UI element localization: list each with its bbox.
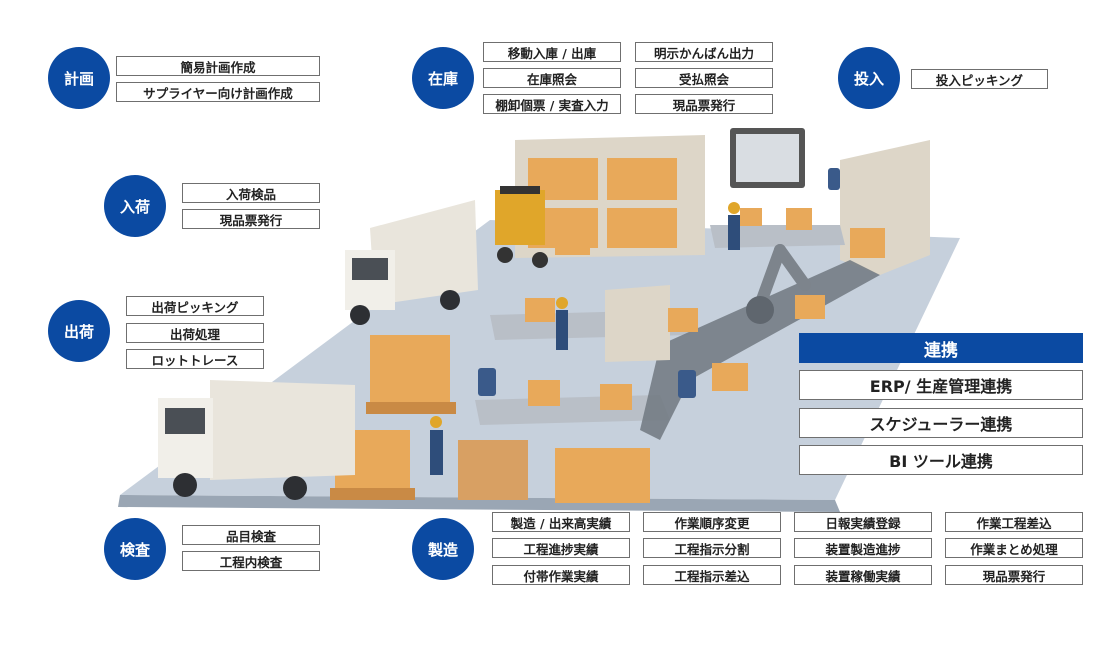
truck-top bbox=[345, 200, 478, 325]
seizou-item-3: 日報実績登録 bbox=[794, 512, 932, 532]
zaiko-item-4: 受払照会 bbox=[635, 68, 773, 88]
box-stack-floor bbox=[555, 448, 650, 503]
empty-pallets bbox=[458, 440, 528, 500]
keikaku-item-1: 簡易計画作成 bbox=[116, 56, 320, 76]
zaiko-item-2: 明示かんばん出力 bbox=[635, 42, 773, 62]
seizou-item-2: 作業順序変更 bbox=[643, 512, 781, 532]
zaiko-item-5: 棚卸個票 / 実査入力 bbox=[483, 94, 621, 114]
zaiko-item-3: 在庫照会 bbox=[483, 68, 621, 88]
robot-arm bbox=[754, 244, 811, 311]
seizou-item-9: 付帯作業実績 bbox=[492, 565, 630, 585]
truck-bottom bbox=[158, 380, 355, 500]
pallet-stack-1 bbox=[366, 335, 456, 414]
forklift bbox=[495, 186, 590, 268]
shukka-item-2: 出荷処理 bbox=[126, 323, 264, 343]
seizou-item-12: 現品票発行 bbox=[945, 565, 1083, 585]
shukka-item-3: ロットトレース bbox=[126, 349, 264, 369]
input-machine bbox=[840, 140, 930, 275]
keikaku-item-2: サプライヤー向け計画作成 bbox=[116, 82, 320, 102]
category-kensa: 検査 bbox=[104, 518, 166, 580]
process-machine bbox=[605, 285, 670, 362]
zaiko-item-6: 現品票発行 bbox=[635, 94, 773, 114]
seizou-item-1: 製造 / 出来高実績 bbox=[492, 512, 630, 532]
category-tounyu: 投入 bbox=[838, 47, 900, 109]
worker-figures bbox=[430, 202, 740, 475]
category-shukka: 出荷 bbox=[48, 300, 110, 362]
seizou-item-7: 装置製造進捗 bbox=[794, 538, 932, 558]
seizou-item-8: 作業まとめ処理 bbox=[945, 538, 1083, 558]
category-nyuka: 入荷 bbox=[104, 175, 166, 237]
kensa-item-2: 工程内検査 bbox=[182, 551, 320, 571]
shukka-item-1: 出荷ピッキング bbox=[126, 296, 264, 316]
monitor bbox=[730, 128, 805, 188]
category-keikaku: 計画 bbox=[48, 47, 110, 109]
seizou-item-5: 工程進捗実績 bbox=[492, 538, 630, 558]
seizou-item-4: 作業工程差込 bbox=[945, 512, 1083, 532]
seizou-item-11: 装置稼働実績 bbox=[794, 565, 932, 585]
tounyu-item-1: 投入ピッキング bbox=[911, 69, 1048, 89]
category-seizou: 製造 bbox=[412, 518, 474, 580]
nyuka-item-2: 現品票発行 bbox=[182, 209, 320, 229]
renkei-item-scheduler: スケジューラー連携 bbox=[799, 408, 1083, 438]
seizou-item-6: 工程指示分割 bbox=[643, 538, 781, 558]
zaiko-item-1: 移動入庫 / 出庫 bbox=[483, 42, 621, 62]
renkei-item-erp: ERP/ 生産管理連携 bbox=[799, 370, 1083, 400]
renkei-item-bi: BI ツール連携 bbox=[799, 445, 1083, 475]
category-zaiko: 在庫 bbox=[412, 47, 474, 109]
kensa-item-1: 品目検査 bbox=[182, 525, 320, 545]
nyuka-item-1: 入荷検品 bbox=[182, 183, 320, 203]
renkei-header: 連携 bbox=[799, 333, 1083, 363]
seizou-item-10: 工程指示差込 bbox=[643, 565, 781, 585]
